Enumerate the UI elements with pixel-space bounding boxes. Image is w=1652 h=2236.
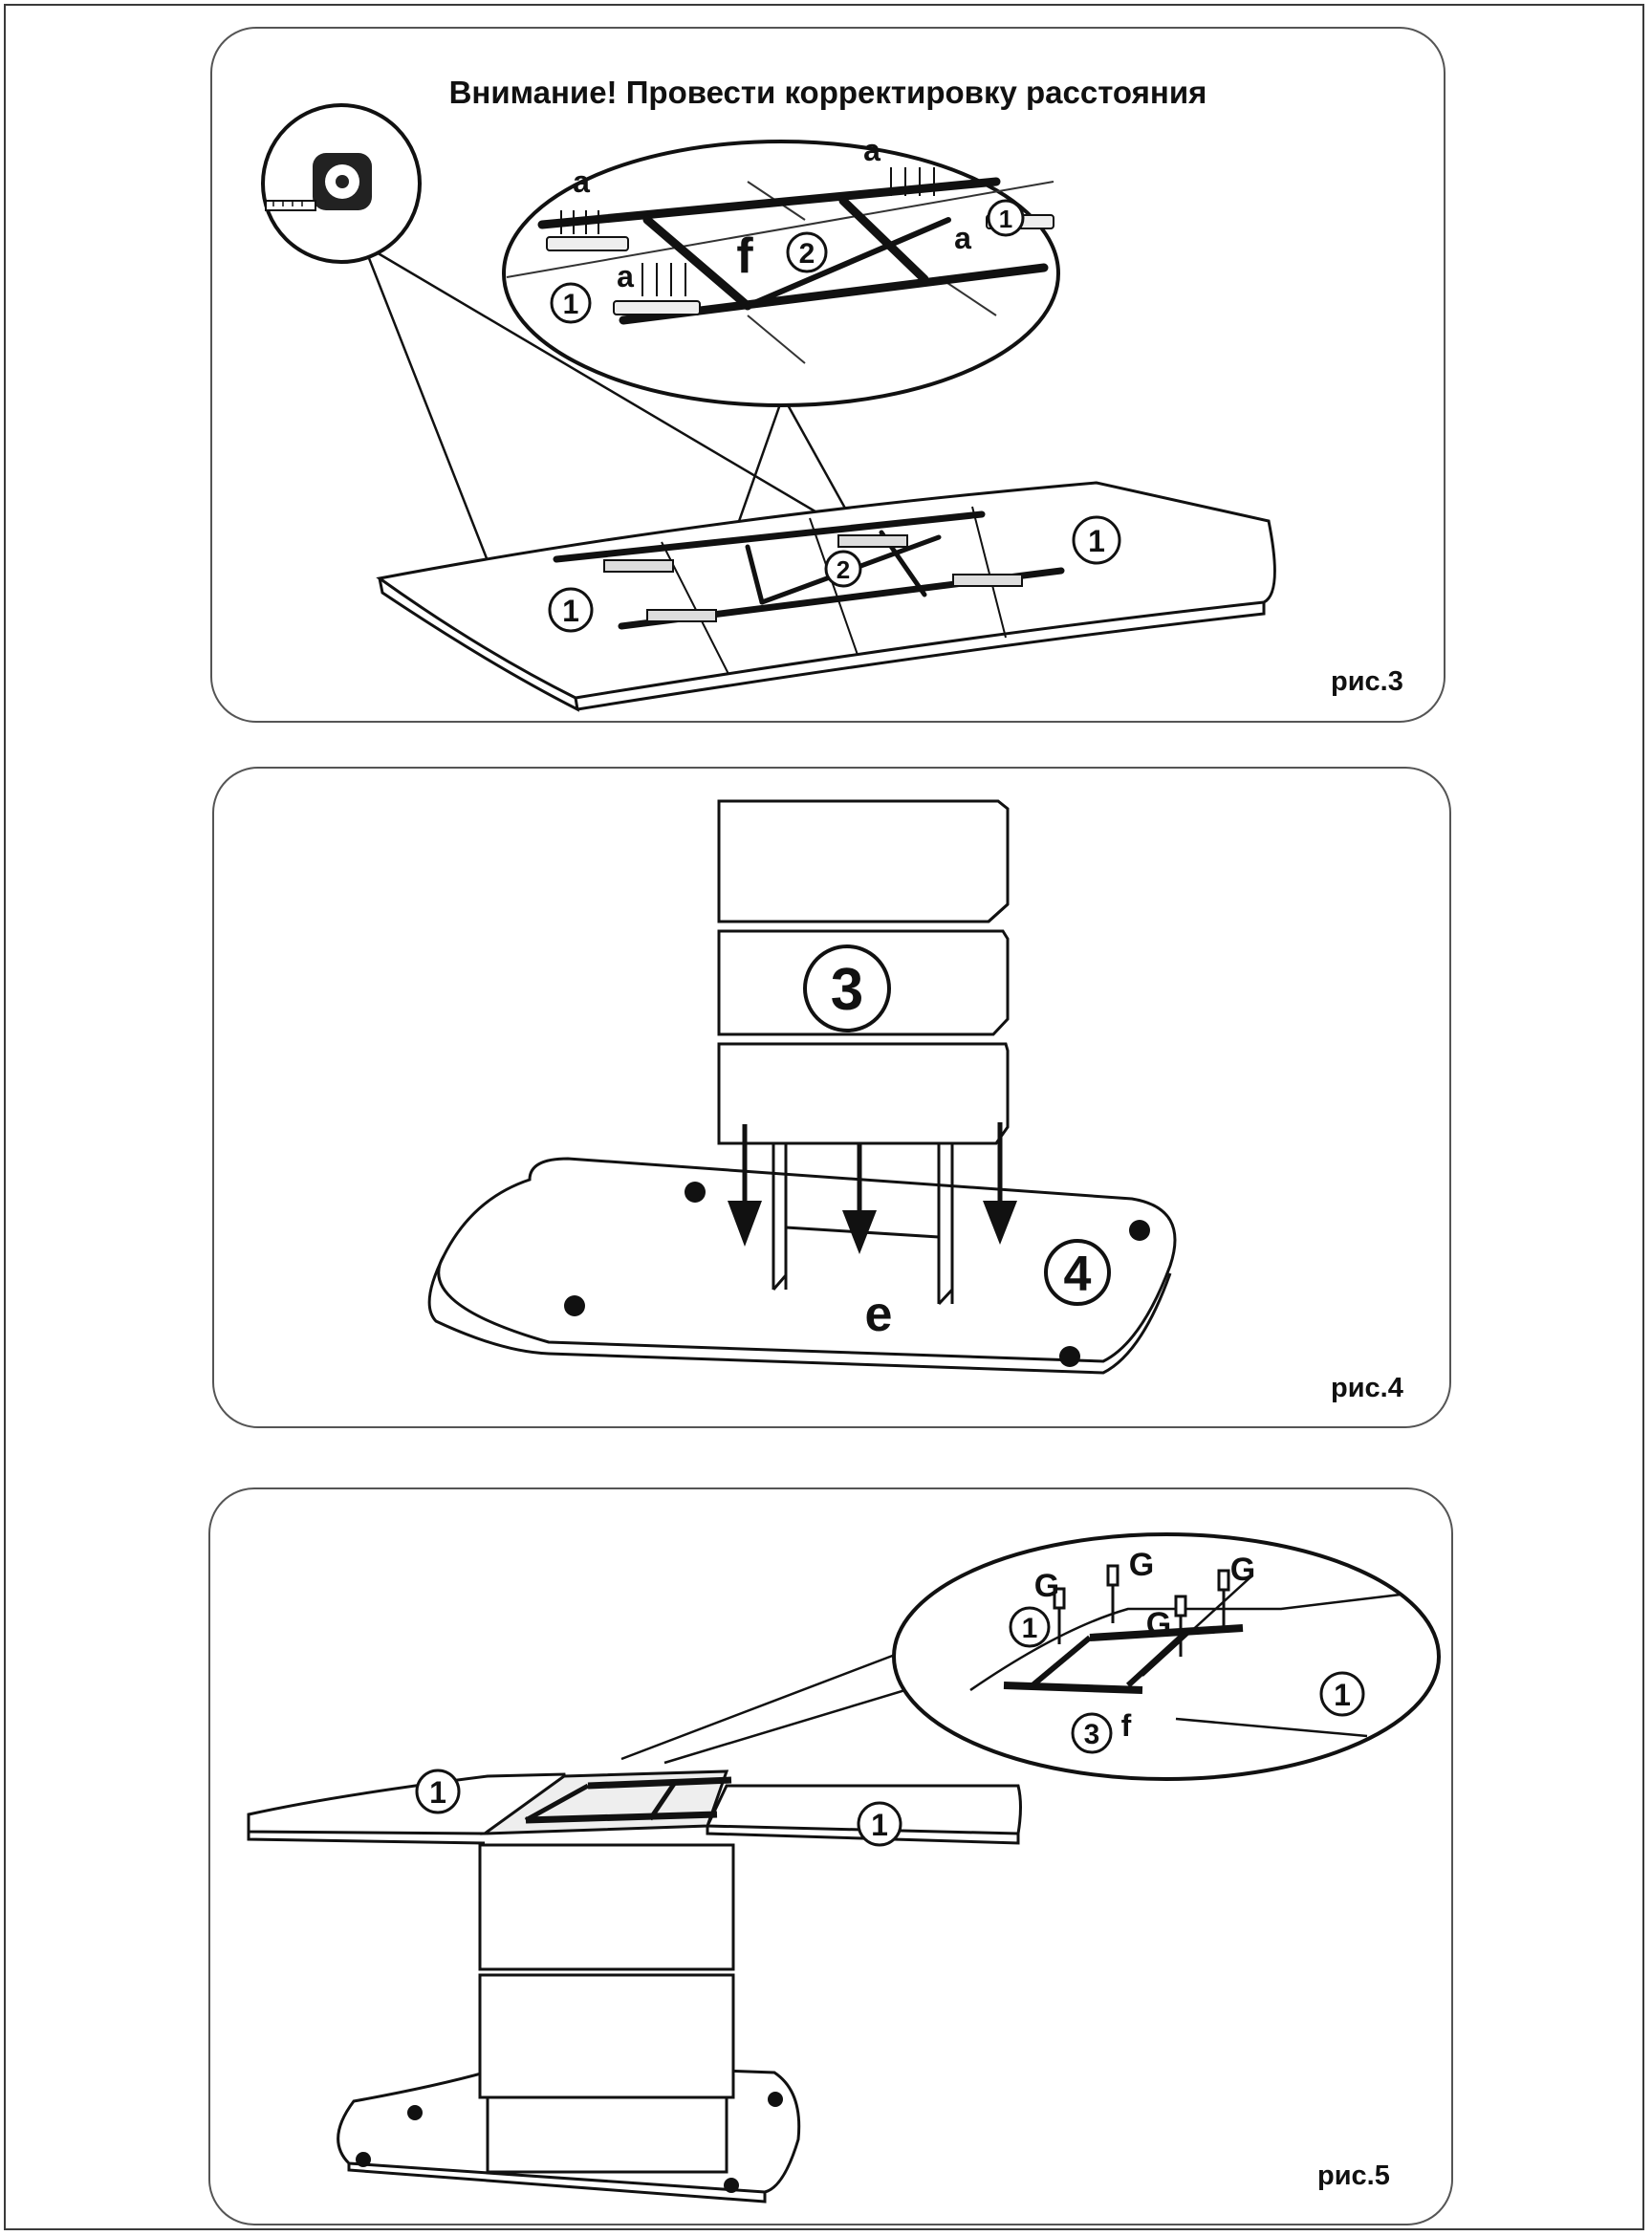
label-a: a [863, 133, 880, 167]
figure-4-panel: 3 4 e рис.4 [212, 767, 1451, 1428]
label-a: a [617, 259, 634, 293]
part-number: 1 [1088, 524, 1105, 558]
label-f: f [1121, 1708, 1132, 1743]
label-g: G [1034, 1568, 1059, 1604]
figure-5-drawing: 1 1 1 1 3 f G G G G [247, 1532, 1441, 2203]
label-g: G [1146, 1606, 1171, 1642]
leg-column [478, 1843, 735, 2174]
figure-5-panel: 1 1 1 1 3 f G G G G рис.5 [208, 1487, 1453, 2225]
rail-magnifier [502, 140, 1060, 407]
part-number: 1 [871, 1808, 888, 1842]
part-number: 1 [1334, 1678, 1351, 1712]
figure-3-panel: Внимание! Провести корректировку расстоя… [210, 27, 1446, 723]
label-g: G [1230, 1552, 1255, 1588]
figure-caption: рис.5 [1317, 2160, 1390, 2191]
page-border [4, 4, 1644, 2230]
part-number: 1 [563, 289, 579, 320]
part-number: 3 [831, 957, 863, 1023]
tabletop [376, 481, 1276, 712]
fastener-magnifier [892, 1532, 1441, 1781]
part-number: 2 [837, 555, 850, 584]
part-number: 3 [1084, 1719, 1100, 1750]
figure-caption: рис.4 [1331, 1373, 1403, 1403]
part-number: 4 [1064, 1247, 1092, 1302]
tape-measure-icon [261, 103, 422, 264]
part-number: 1 [562, 594, 579, 628]
figure-4-drawing: 3 4 e [427, 799, 1177, 1375]
label-a: a [954, 221, 971, 255]
part-number: 1 [429, 1775, 446, 1810]
part-number: 1 [1022, 1613, 1038, 1644]
label-g: G [1129, 1547, 1154, 1583]
part-number: 1 [999, 205, 1012, 233]
leg-column [717, 799, 1010, 1145]
label-a: a [573, 164, 590, 199]
figure-3-drawing: a a a a f 1 2 1 1 2 1 [261, 103, 1276, 712]
label-e: e [865, 1287, 893, 1342]
part-number: 2 [799, 238, 815, 270]
label-f: f [736, 228, 753, 284]
warning-title: Внимание! Провести корректировку расстоя… [448, 75, 1207, 110]
figure-caption: рис.3 [1331, 666, 1403, 697]
